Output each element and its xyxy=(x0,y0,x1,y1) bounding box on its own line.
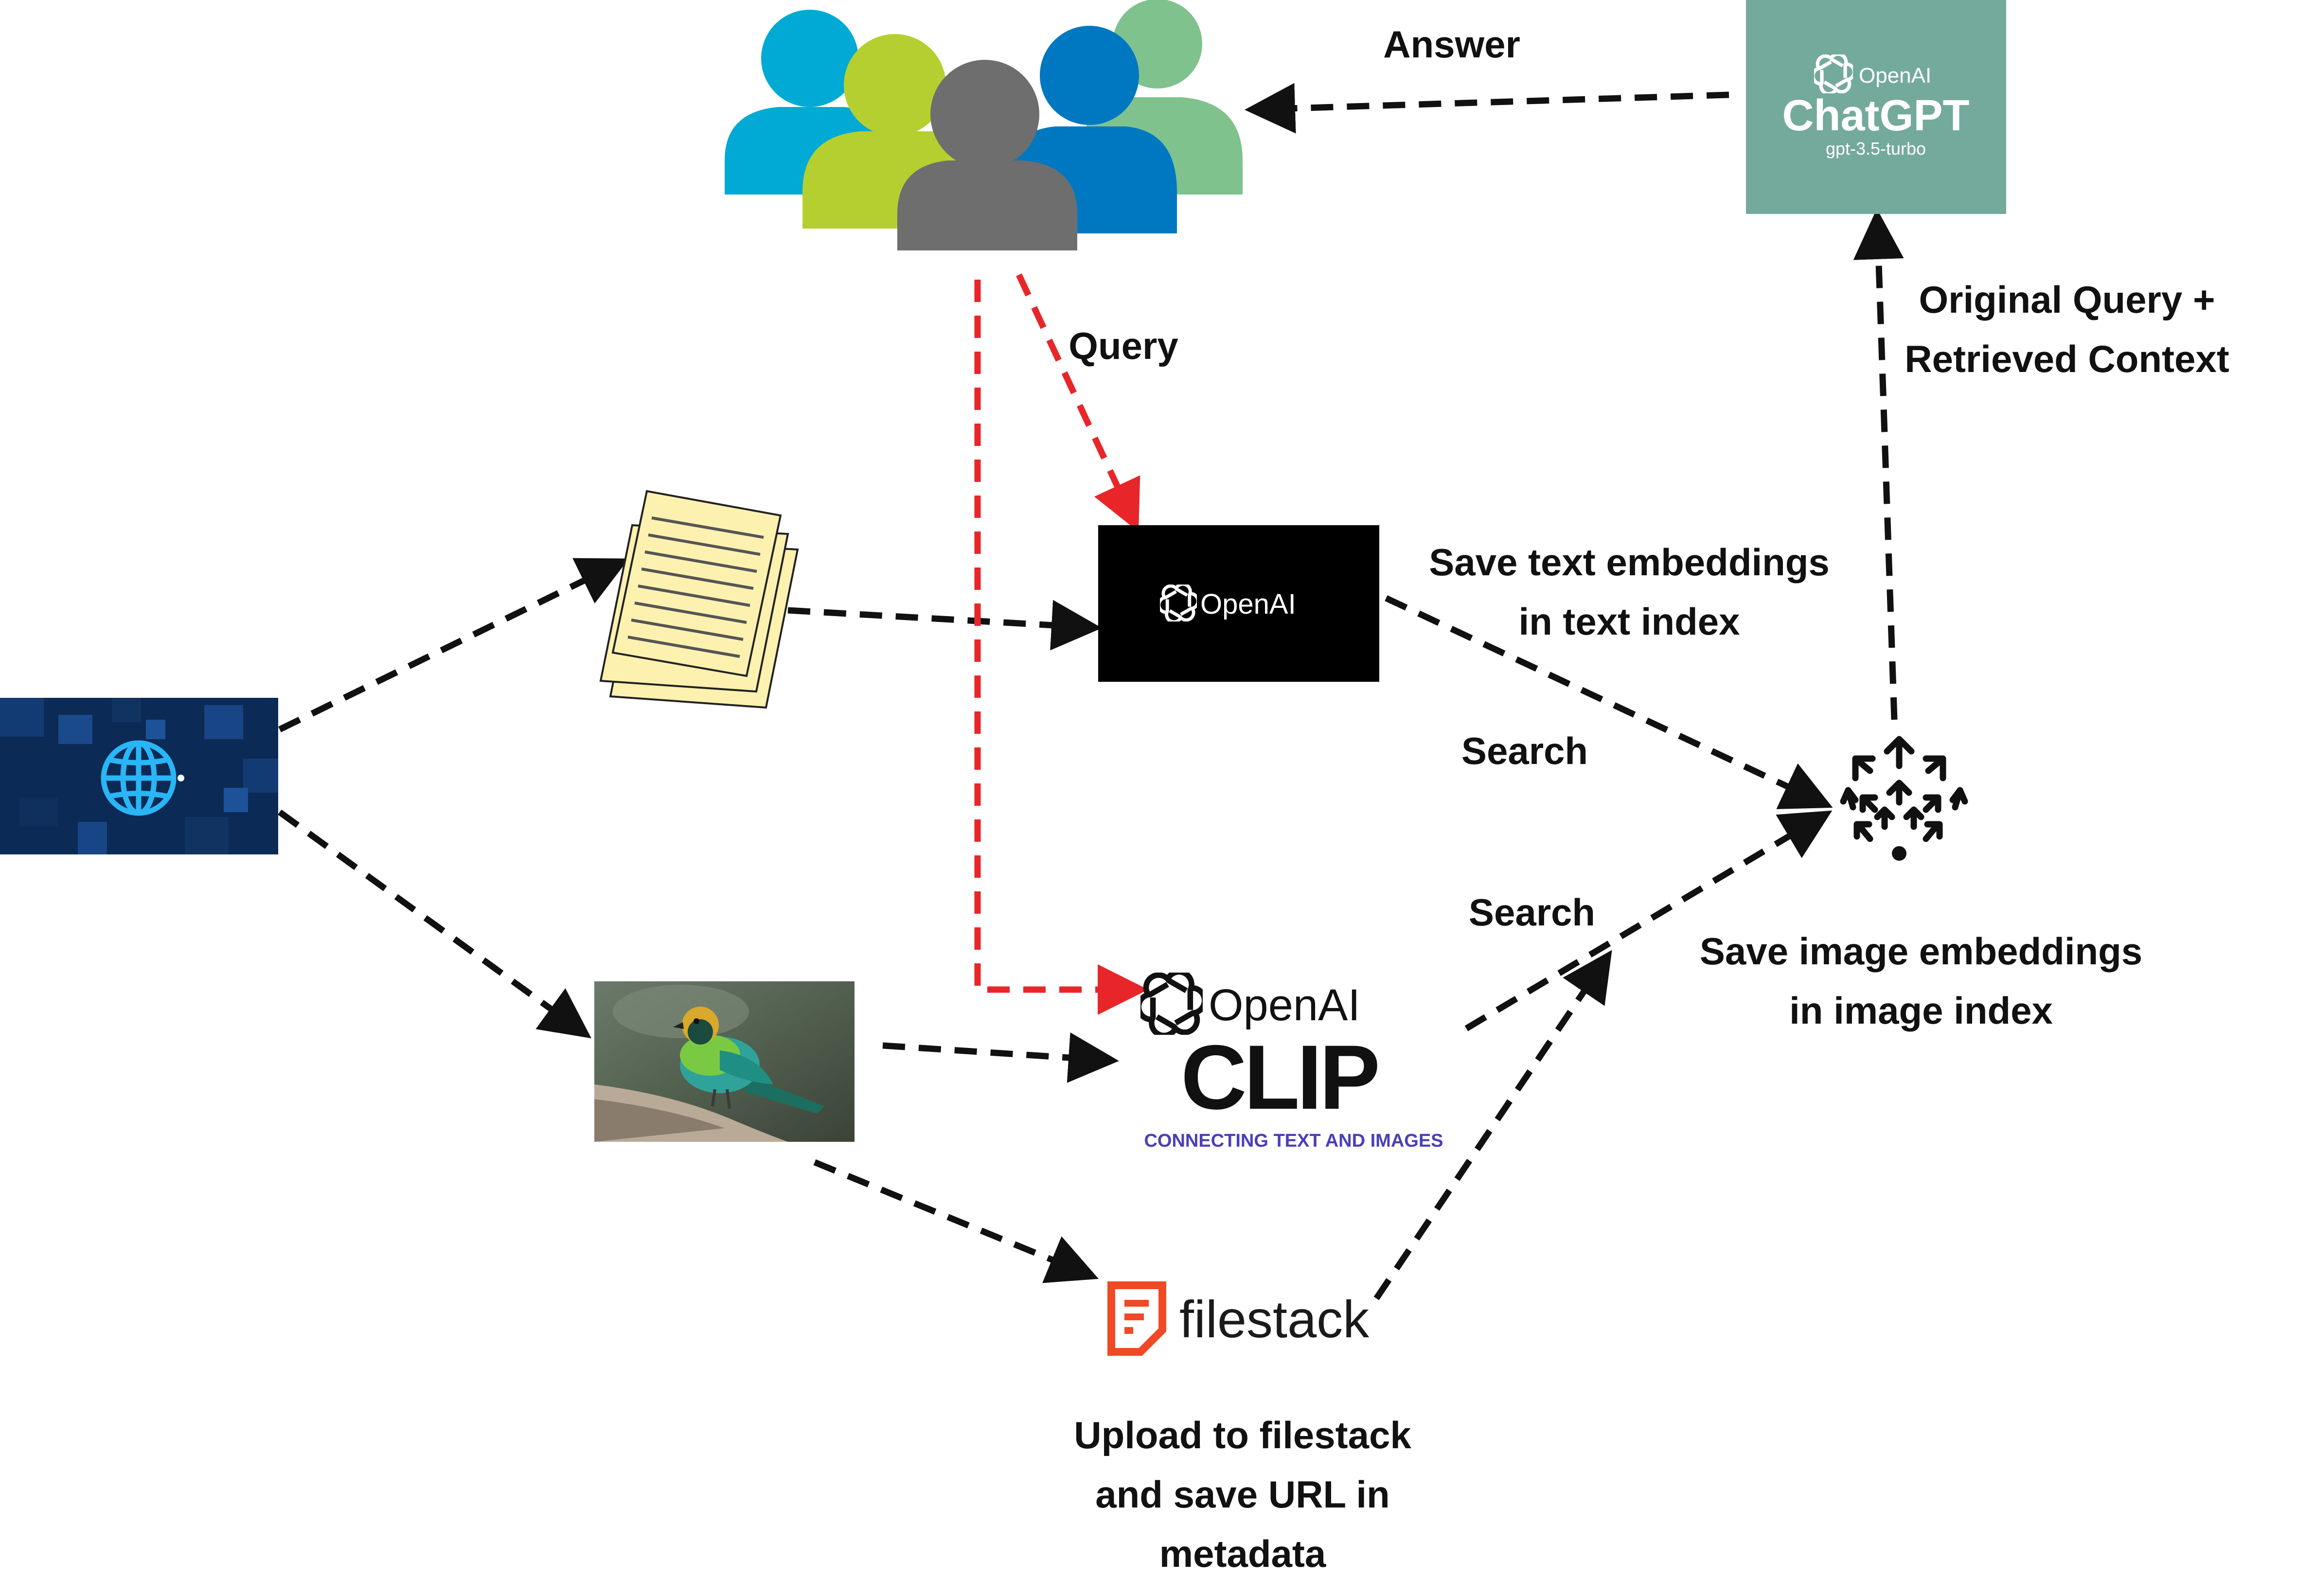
filestack-logo: filestack xyxy=(1107,1281,1370,1356)
save-image-line1: Save image embeddings xyxy=(1699,930,2143,973)
upload-line1: Upload to filestack xyxy=(1074,1414,1411,1456)
search-image-label: Search xyxy=(1468,891,1596,934)
chatgpt-logo-bg xyxy=(1746,0,2006,214)
arrow-store-to-chatgpt xyxy=(1853,209,1904,720)
vector-store-dot xyxy=(1892,846,1906,861)
filestack-name: filestack xyxy=(1179,1290,1370,1348)
original-query-line1: Original Query + xyxy=(1919,278,2215,321)
vector-store-icon xyxy=(1840,736,1968,842)
query-label: Query xyxy=(1068,324,1178,367)
save-text-line1: Save text embeddings xyxy=(1429,541,1830,584)
openai-box-brand: OpenAI xyxy=(1200,588,1296,620)
arrow-web-to-bird xyxy=(278,809,592,1039)
original-query-line2: Retrieved Context xyxy=(1905,337,2229,380)
bird-tail xyxy=(744,1075,824,1114)
web-source xyxy=(0,698,278,854)
arrow-clip-to-store xyxy=(1464,810,1833,1031)
web-pixel-pattern xyxy=(0,698,278,854)
arrow-openai-to-store xyxy=(1385,595,1833,809)
clip-name: CLIP xyxy=(1181,1026,1377,1128)
save-text-embeddings-label: Save text embeddings in text index xyxy=(1429,532,1830,651)
globe-icon xyxy=(101,740,177,816)
arrow-docs-to-openai xyxy=(787,600,1102,651)
upload-line3: metadata xyxy=(1159,1532,1326,1575)
openai-embeddings-logo: OpenAI xyxy=(1098,525,1379,682)
bird-photo xyxy=(594,981,855,1142)
upload-filestack-label: Upload to filestack and save URL in meta… xyxy=(1074,1405,1411,1583)
chatgpt-model: gpt-3.5-turbo xyxy=(1826,139,1926,159)
save-text-line2: in text index xyxy=(1518,600,1740,643)
upload-line2: and save URL in xyxy=(1095,1473,1390,1516)
chatgpt-brand: OpenAI xyxy=(1859,64,1931,88)
clip-brand: OpenAI xyxy=(1209,980,1360,1030)
arrows xyxy=(278,83,1904,1300)
search-text-label: Search xyxy=(1461,729,1588,772)
clip-logo: OpenAI CLIP CONNECTING TEXT AND IMAGES xyxy=(1134,971,1443,1151)
query-arrows xyxy=(974,273,1148,1015)
documents-icon xyxy=(599,490,799,709)
chatgpt-logo: OpenAI ChatGPT gpt-3.5-turbo xyxy=(1746,0,2006,214)
arrow-chatgpt-to-users xyxy=(1245,83,1729,134)
original-query-label: Original Query + Retrieved Context xyxy=(1905,270,2229,389)
clip-tagline: CONNECTING TEXT AND IMAGES xyxy=(1144,1131,1443,1151)
arrow-query-to-openai xyxy=(1016,273,1140,532)
answer-label: Answer xyxy=(1383,23,1520,66)
save-image-line2: in image index xyxy=(1789,989,2053,1032)
arrow-filestack-to-store xyxy=(1373,950,1612,1300)
openai-box xyxy=(1098,525,1379,682)
users-group-icon xyxy=(725,0,1243,250)
save-image-embeddings-label: Save image embeddings in image index xyxy=(1700,922,2142,1040)
chatgpt-name: ChatGPT xyxy=(1782,91,1969,140)
filestack-logo-icon xyxy=(1107,1281,1166,1356)
arrow-web-to-docs xyxy=(278,558,629,732)
arrow-bird-to-clip xyxy=(882,1032,1119,1083)
arrow-query-to-clip xyxy=(974,280,1148,1015)
arrow-bird-to-filestack xyxy=(813,1159,1099,1283)
